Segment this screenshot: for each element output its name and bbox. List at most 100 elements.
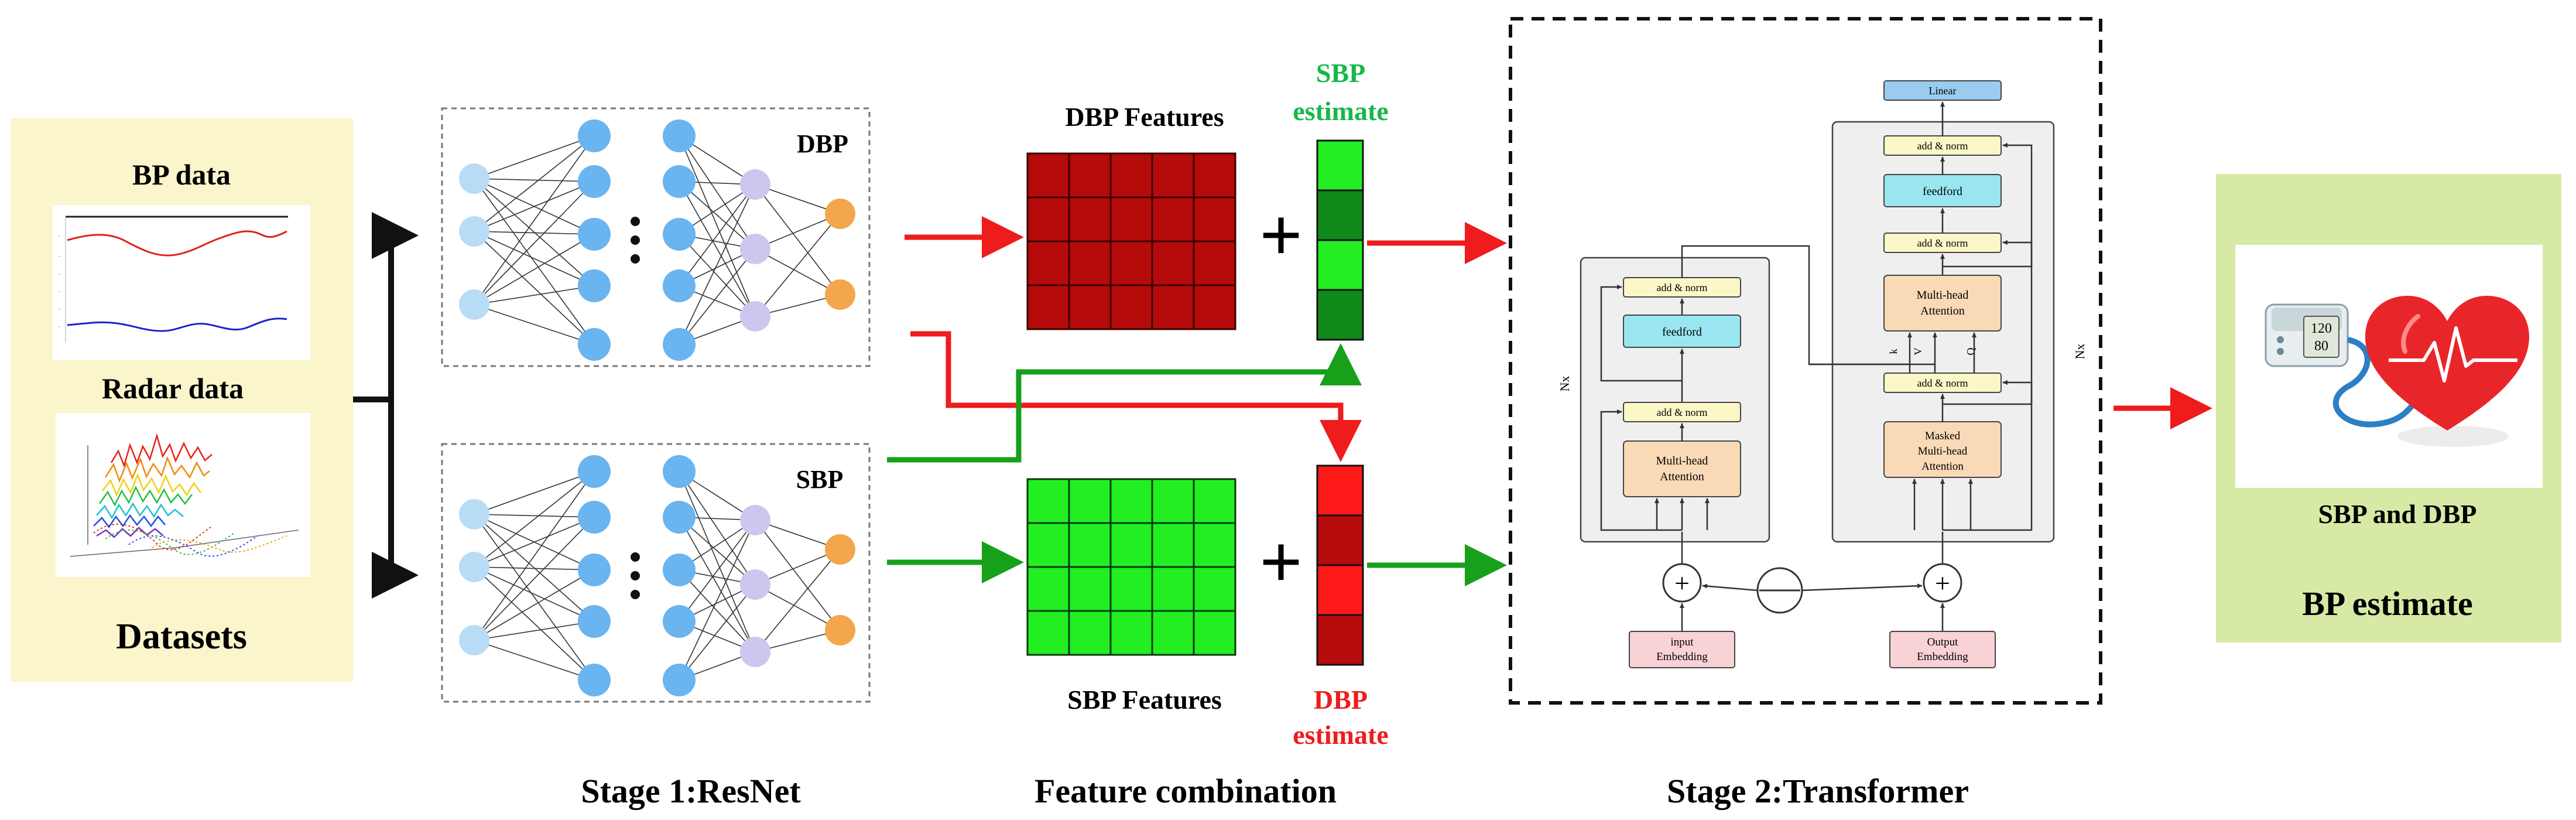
network-node xyxy=(578,328,611,361)
estimate-cell xyxy=(1316,564,1364,616)
feature-cell xyxy=(1193,478,1236,524)
decoder-attention-label-2: Attention xyxy=(1920,305,1965,317)
ellipsis-dot xyxy=(631,217,640,226)
network-node xyxy=(663,269,696,302)
network-node xyxy=(825,615,855,645)
network-node xyxy=(663,165,696,198)
dbp-net-label: DBP xyxy=(797,129,848,158)
ellipsis-dot xyxy=(631,552,640,562)
feature-cell xyxy=(1026,610,1070,656)
feature-cell xyxy=(1151,478,1195,524)
feature-cell xyxy=(1193,284,1236,330)
input-embedding-label-2: Embedding xyxy=(1656,651,1708,663)
feature-cell xyxy=(1068,522,1112,568)
decoder-masked-label-1: Masked xyxy=(1925,430,1961,442)
dbp-features-label: DBP Features xyxy=(1065,102,1224,132)
encoder-attention-label-1: Multi-head xyxy=(1656,455,1708,467)
network-node xyxy=(740,637,770,667)
decoder-add-norm-1-label: add & norm xyxy=(1917,140,1968,152)
datasets-title: Datasets xyxy=(116,617,247,657)
output-label: SBP and DBP xyxy=(2318,499,2477,529)
sbp-estimate-label-line2: estimate xyxy=(1293,96,1388,126)
sbp-resnet-box xyxy=(441,443,871,703)
network-node xyxy=(459,163,489,194)
estimate-cell xyxy=(1316,514,1364,566)
feature-cell xyxy=(1068,196,1112,242)
encoder-feedford-label: feedford xyxy=(1662,326,1702,339)
radar-data-plot xyxy=(56,413,310,577)
output-embedding-label-2: Embedding xyxy=(1917,651,1968,663)
feature-cell xyxy=(1109,610,1153,656)
feature-cell xyxy=(1026,478,1070,524)
sbp-estimate-vector xyxy=(1316,139,1364,341)
sbp-features-grid xyxy=(1026,478,1236,656)
decoder-feedford-label: feedford xyxy=(1923,185,1962,198)
feature-cell xyxy=(1026,522,1070,568)
feature-cell xyxy=(1151,566,1195,612)
feature-cell xyxy=(1026,566,1070,612)
network-node xyxy=(578,501,611,534)
network-node xyxy=(740,569,770,600)
network-node xyxy=(459,289,489,320)
feature-cell xyxy=(1193,522,1236,568)
network-node xyxy=(578,605,611,638)
dbp-resnet-network xyxy=(459,119,855,361)
output-embedding-label-1: Output xyxy=(1927,636,1959,648)
encoder-add-symbol: + xyxy=(1674,568,1690,598)
feature-cell xyxy=(1151,522,1195,568)
estimate-cell xyxy=(1316,614,1364,666)
sbp-features-label: SBP Features xyxy=(1067,685,1222,715)
feature-cell xyxy=(1193,240,1236,286)
network-node xyxy=(663,119,696,152)
svg-text:-: - xyxy=(59,233,60,238)
network-node xyxy=(825,199,855,229)
decoder-key-label: k xyxy=(1888,349,1899,354)
encoder-attention-label-2: Attention xyxy=(1660,470,1704,483)
decoder-linear-label: Linear xyxy=(1929,85,1957,97)
radar-data-label: Radar data xyxy=(102,372,244,405)
feature-cell xyxy=(1193,196,1236,242)
network-node xyxy=(459,216,489,247)
network-node xyxy=(459,499,489,529)
feature-cell xyxy=(1068,566,1112,612)
network-node xyxy=(740,234,770,264)
feature-cell xyxy=(1068,284,1112,330)
feature-cell xyxy=(1026,284,1070,330)
network-edges xyxy=(474,135,841,345)
output-title: BP estimate xyxy=(2302,585,2473,623)
feature-combination-caption: Feature combination xyxy=(1034,772,1337,810)
network-node xyxy=(663,554,696,586)
feature-cell xyxy=(1026,196,1070,242)
encoder-add-norm-bottom-label: add & norm xyxy=(1657,406,1708,418)
estimate-cell xyxy=(1316,289,1364,341)
transformer-inputs: + + input Embedding Output Embedding xyxy=(1629,532,1996,668)
decoder-add-norm-3 xyxy=(1883,373,2002,393)
svg-text:-: - xyxy=(59,288,60,294)
svg-text:-: - xyxy=(59,271,60,276)
feature-cell xyxy=(1109,478,1153,524)
feature-cell xyxy=(1109,522,1153,568)
decoder-add-norm-3-label: add & norm xyxy=(1917,377,1968,389)
network-node xyxy=(740,505,770,535)
feature-cell xyxy=(1109,240,1153,286)
estimate-cell xyxy=(1316,239,1364,291)
network-node xyxy=(578,218,611,251)
encoder-nx: Nx xyxy=(1557,376,1572,392)
decoder-block: Nx Linear add & norm feedford add & norm… xyxy=(1681,80,2087,543)
decoder-value-label: V xyxy=(1912,348,1924,356)
feature-cell xyxy=(1109,152,1153,199)
feature-cell xyxy=(1109,196,1153,242)
sbp-estimate-label-line1: SBP xyxy=(1316,58,1365,88)
feature-cell xyxy=(1151,196,1195,242)
datasets-panel: BP data --- --- Radar data xyxy=(11,118,353,682)
network-node xyxy=(663,455,696,488)
network-node xyxy=(578,165,611,198)
feature-cell xyxy=(1026,240,1070,286)
ellipsis-dot xyxy=(631,235,640,245)
network-node xyxy=(459,625,489,655)
dbp-resnet-box xyxy=(441,107,871,367)
svg-text:-: - xyxy=(59,323,60,329)
feature-cell xyxy=(1193,610,1236,656)
flow-arrows xyxy=(887,216,2212,586)
